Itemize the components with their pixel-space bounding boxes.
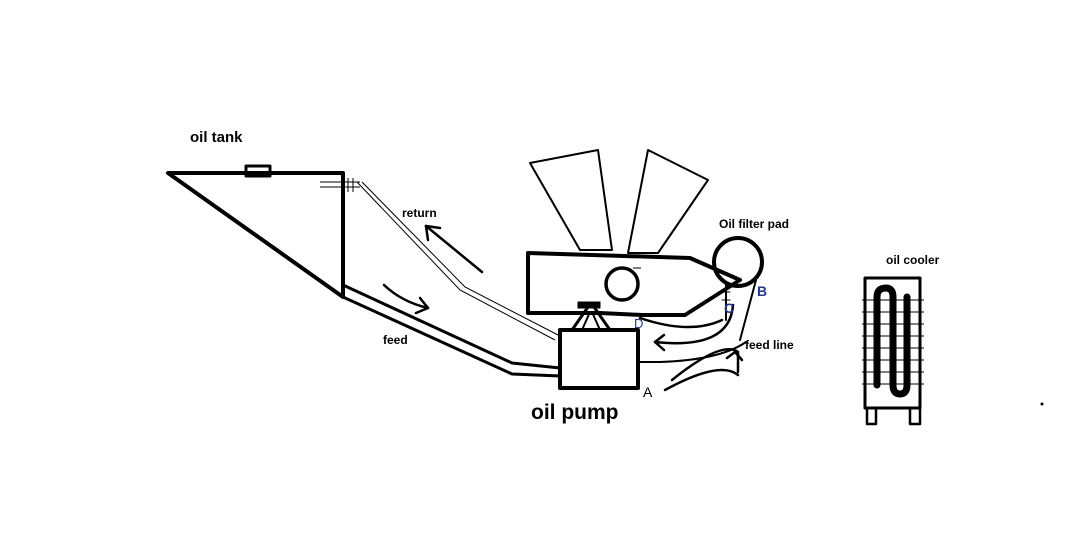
oil-tank-body — [166, 171, 345, 299]
feed-pipe — [342, 283, 561, 378]
feed-line-label: feed line — [745, 338, 794, 352]
return-arrow — [424, 224, 484, 274]
feed-line-arrow — [670, 347, 740, 382]
return-line — [356, 181, 561, 341]
oil-pump-mount — [570, 305, 612, 332]
point-b-label: B — [757, 283, 767, 299]
oil-tank — [166, 164, 360, 299]
oil-pump — [558, 301, 640, 390]
point-a-label: A — [643, 384, 653, 400]
engine-center-port — [604, 266, 640, 302]
oil-cooler-tube — [873, 284, 911, 398]
point-d-label: D — [634, 316, 643, 331]
engine-housing — [526, 251, 742, 317]
oil-cooler — [862, 276, 924, 426]
cylinder-right — [627, 149, 709, 254]
feed-label: feed — [383, 333, 408, 347]
flow-arrow-a — [663, 368, 740, 392]
oil-pump-body — [558, 328, 640, 390]
flow-arrow-to-pump — [653, 303, 735, 345]
oil-pump-label: oil pump — [531, 401, 619, 424]
oil-tank-label: oil tank — [190, 129, 243, 146]
pump-feed-lines — [637, 279, 757, 363]
flow-arrow-d — [638, 316, 724, 329]
engine-block — [526, 149, 764, 317]
oil-cooler-frame — [863, 276, 922, 410]
oil-filter-pad-label: Oil filter pad — [719, 217, 789, 231]
flow-arrows — [638, 303, 744, 392]
oil-cooler-feet — [865, 408, 922, 426]
return-label: return — [402, 206, 437, 220]
oil-cooler-label: oil cooler — [886, 253, 940, 267]
stray-dot — [1040, 402, 1044, 406]
point-c-label: C — [724, 300, 734, 316]
oil-filter-pad — [712, 236, 764, 288]
oil-pump-drive-flange — [577, 301, 601, 309]
feed-arrow — [382, 283, 430, 315]
return-port — [320, 178, 360, 192]
cylinder-left — [529, 149, 613, 251]
oil-tank-filler-cap — [244, 164, 272, 178]
